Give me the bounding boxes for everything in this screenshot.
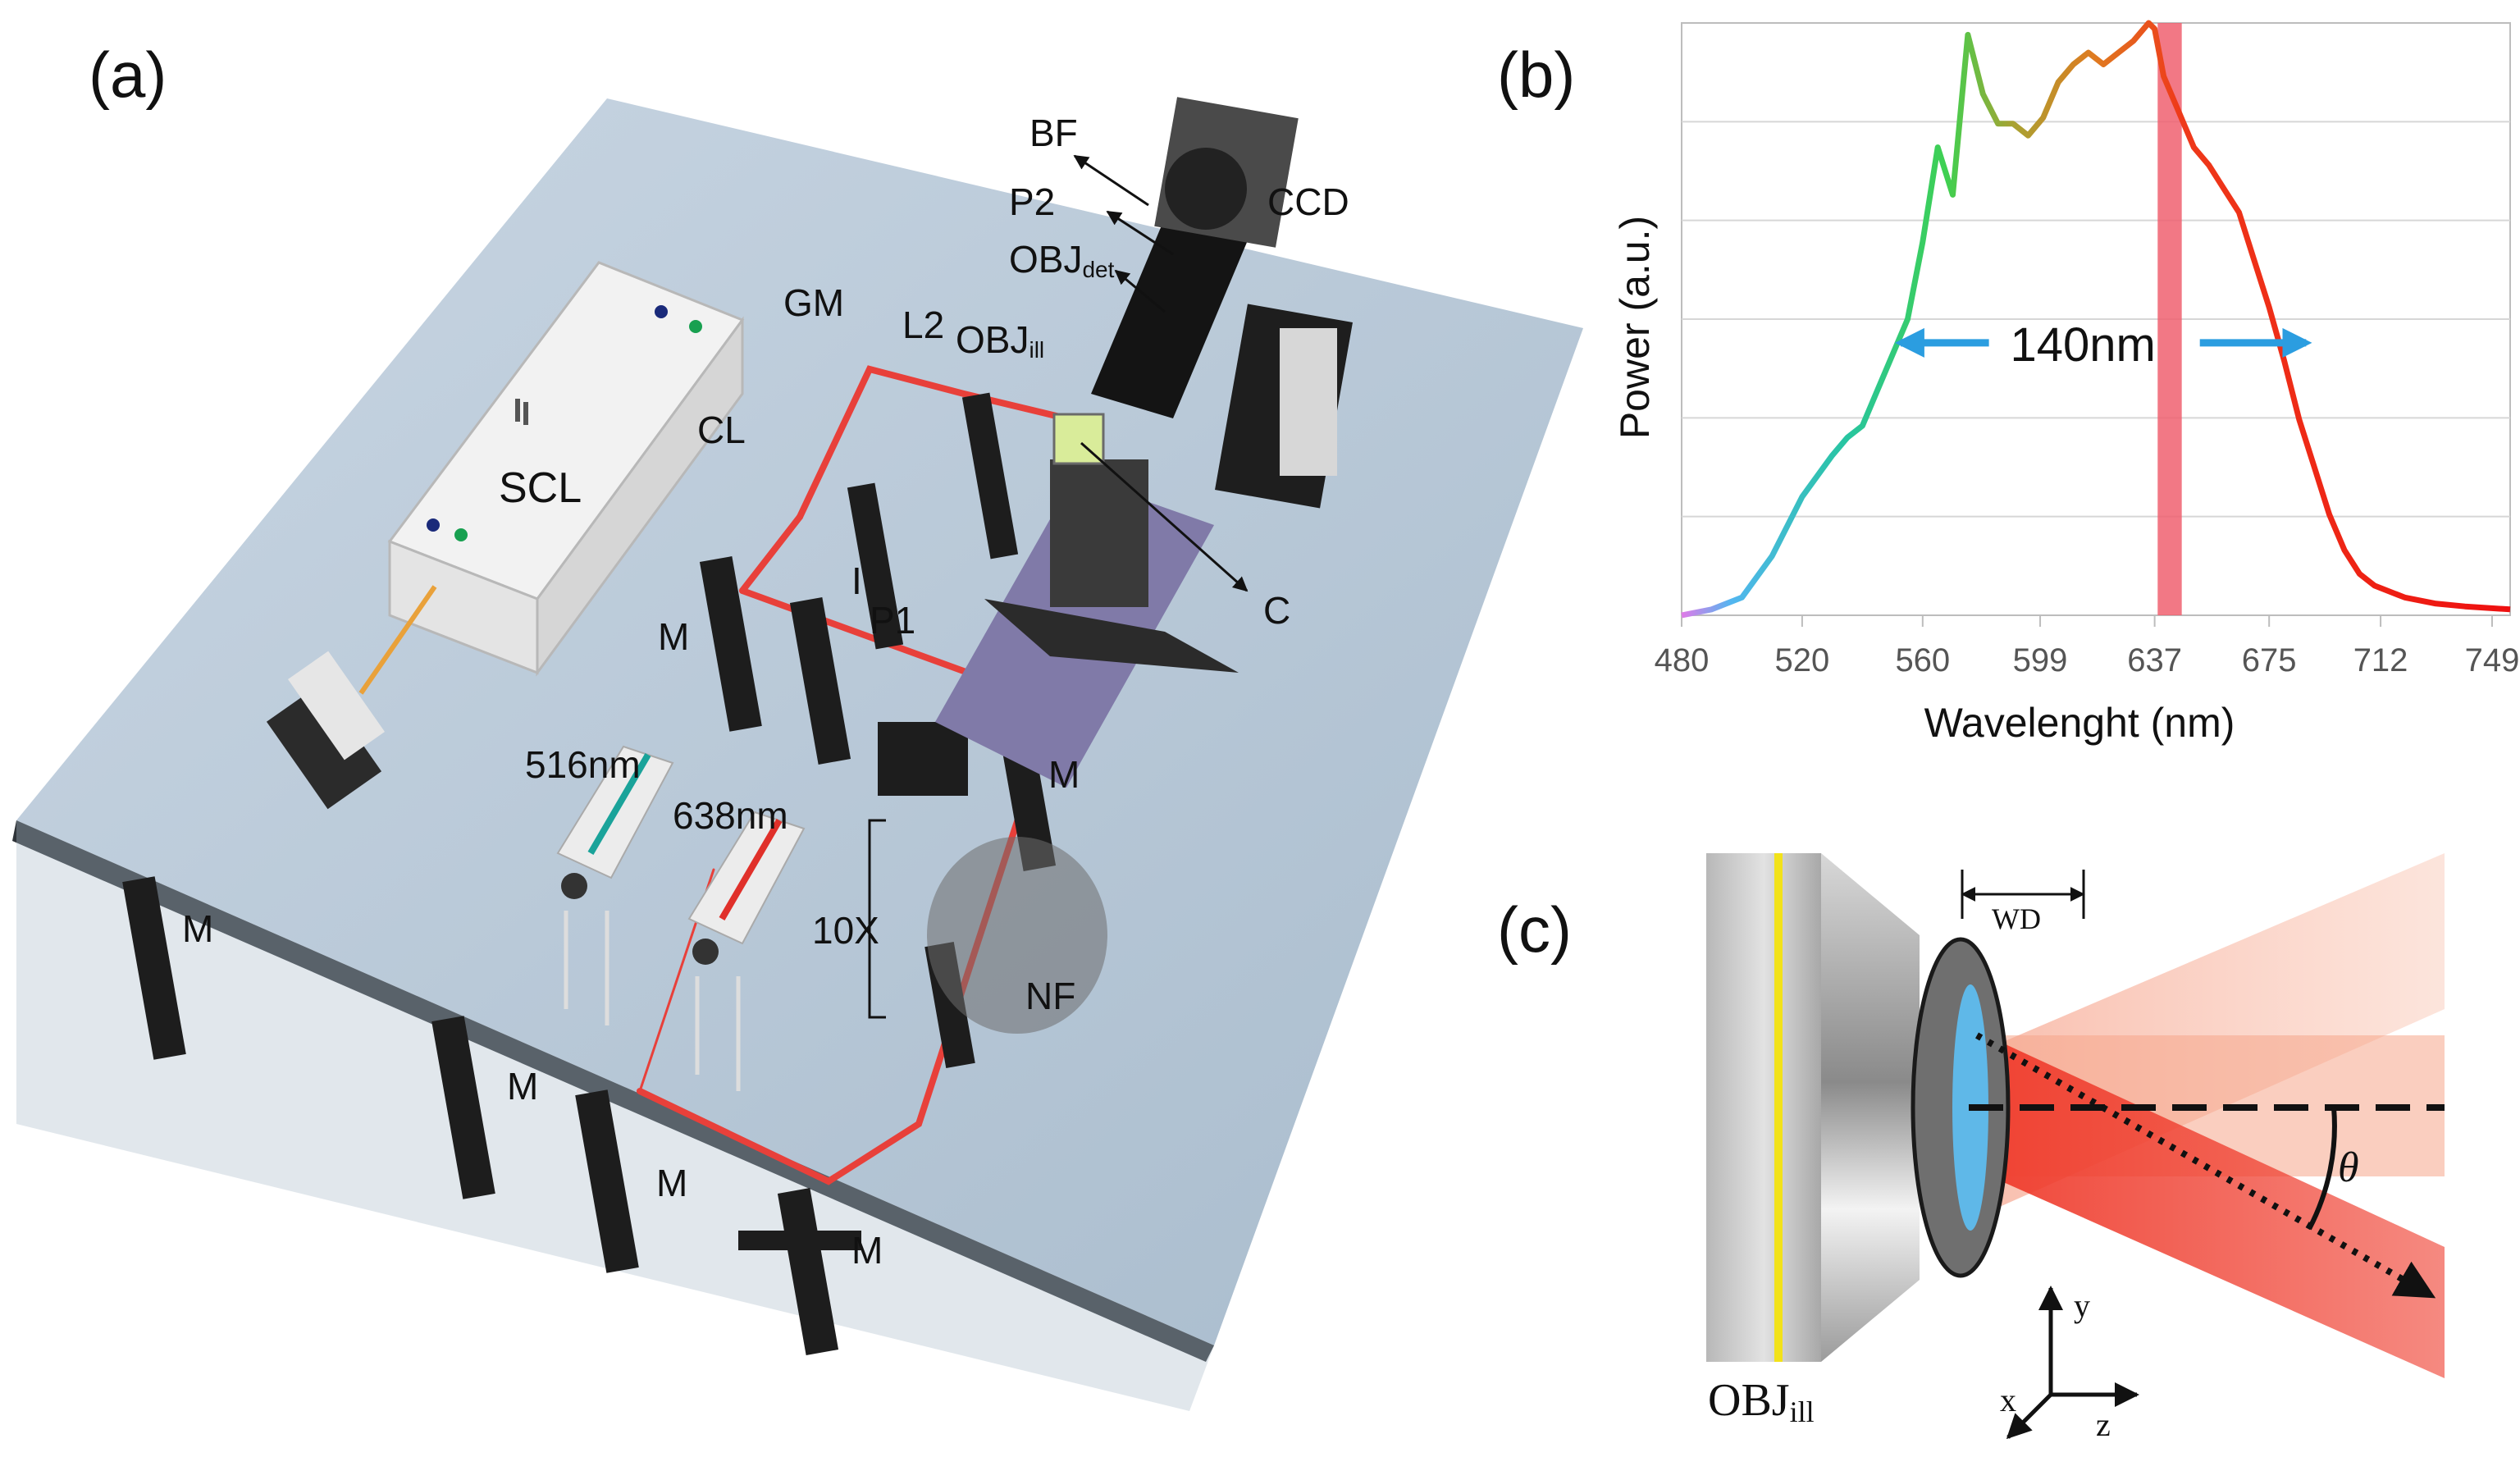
fwhm-label: 140nm — [2011, 318, 2156, 372]
label-516nm: 516nm — [525, 743, 641, 786]
beam-direction-arrow — [1975, 1032, 2436, 1299]
label-bf: BF — [1029, 112, 1078, 154]
x-tick-label: 599 — [2013, 642, 2068, 678]
x-axis-label: Wavelenght (nm) — [1924, 700, 2235, 746]
label-i: I — [851, 560, 862, 602]
label-l2: L2 — [902, 304, 944, 346]
detection-path — [1091, 97, 1353, 509]
label-c: C — [1263, 589, 1290, 632]
objective-lens — [1706, 853, 2011, 1362]
panel-label-c: (c) — [1497, 893, 1572, 966]
label-ccd: CCD — [1267, 180, 1349, 223]
panel-label-a: (a) — [89, 39, 167, 111]
x-tick-label: 749 — [2465, 642, 2520, 678]
working-distance: WD — [1961, 870, 2085, 935]
label-scl: SCL — [499, 464, 582, 512]
panel-c-diagram: (c) θ WD OBJill — [1497, 853, 2445, 1443]
theta-arc — [2307, 1107, 2337, 1231]
label-obj-det: OBJdet — [1009, 238, 1115, 282]
objective-ring — [1774, 853, 1783, 1362]
axis-z-label: z — [2096, 1406, 2111, 1443]
label-obj-ill: OBJill — [956, 318, 1044, 363]
label-pointers — [868, 154, 1249, 1019]
panel-a-setup: (a) BF CCD P2 OBJdet GM L2 OBJill CL SCL… — [12, 39, 1583, 1411]
label-638nm: 638nm — [673, 794, 788, 837]
optical-mounts — [122, 392, 1057, 1355]
panel-label-b: (b) — [1497, 39, 1575, 111]
label-mirror: M — [182, 907, 213, 950]
illumination-beam — [1965, 1025, 2445, 1378]
label-cl: CL — [697, 409, 746, 451]
laser-line-band — [2157, 23, 2182, 615]
label-mirror: M — [507, 1065, 538, 1108]
label-10x: 10X — [812, 909, 879, 952]
label-mirror: M — [658, 615, 689, 658]
fiber-coupler — [266, 585, 437, 810]
x-tick-label: 675 — [2242, 642, 2297, 678]
x-tick-label: 560 — [1895, 642, 1950, 678]
label-p1: P1 — [870, 599, 915, 642]
optical-table — [16, 98, 1583, 1345]
label-mirror: M — [851, 1229, 883, 1272]
label-p2: P2 — [1009, 180, 1055, 223]
y-axis-label: Power (a.u.) — [1612, 216, 1658, 439]
x-tick-label: 712 — [2353, 642, 2408, 678]
label-nf: NF — [1025, 975, 1075, 1017]
optical-table-edge — [12, 820, 1214, 1362]
wd-label: WD — [1992, 902, 2041, 935]
label-mirror: M — [656, 1162, 687, 1204]
axis-y-label: y — [2074, 1287, 2090, 1324]
objective-barrel — [1706, 853, 1821, 1362]
laser-516nm — [556, 745, 674, 1025]
objective-cone — [1821, 853, 1920, 1362]
label-mirror: M — [1048, 753, 1080, 796]
spectrum-chart: 480 520 560 599 637 675 712 749 140nmWavelenght … — [1612, 20, 2520, 746]
x-tick-label: 480 — [1655, 642, 1710, 678]
supercontinuum-laser-box — [387, 261, 745, 677]
label-gm: GM — [783, 281, 844, 324]
x-tick-label: 637 — [2127, 642, 2182, 678]
x-tick-label: 520 — [1775, 642, 1830, 678]
axis-x-label: x — [2000, 1382, 2016, 1418]
panel-b-chart: (b) 480 520 560 599 637 675 712 749 140nmWavelen… — [1497, 20, 2520, 746]
spectrum-line — [1681, 20, 2511, 619]
objective-label: OBJill — [1708, 1375, 1815, 1428]
notch-filter-shadow — [927, 837, 1107, 1034]
coordinate-axes — [2006, 1286, 2139, 1440]
laser-638nm — [687, 811, 806, 1091]
setup-labels: (a) BF CCD P2 OBJdet GM L2 OBJill CL SCL… — [89, 39, 1349, 1272]
theta-label: θ — [2338, 1144, 2359, 1191]
